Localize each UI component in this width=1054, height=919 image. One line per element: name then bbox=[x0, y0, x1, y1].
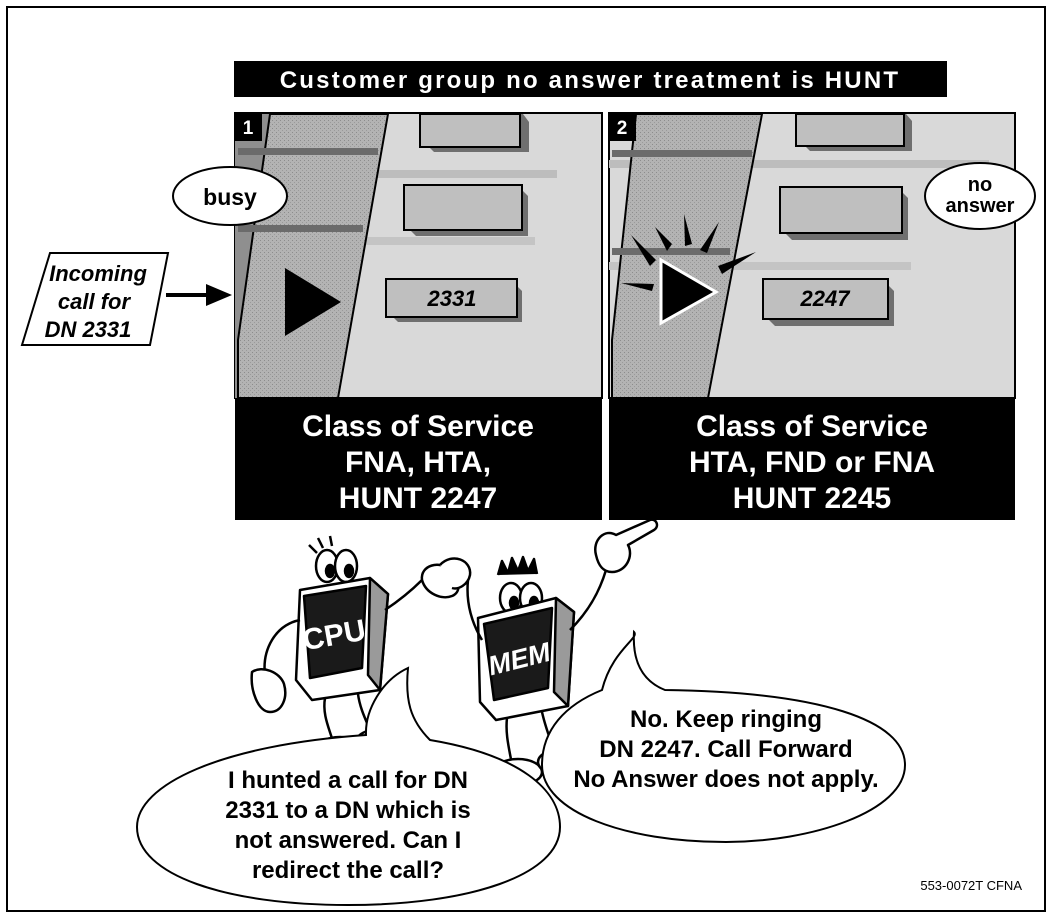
panel-1-indicator bbox=[285, 268, 341, 336]
banner: Customer group no answer treatment is HU… bbox=[234, 61, 947, 97]
panel-2-caption-line-3: HUNT 2245 bbox=[733, 482, 891, 515]
cpu-speech-line-4: redirect the call? bbox=[252, 857, 444, 884]
incoming-line-2: call for bbox=[58, 289, 132, 314]
banner-text: Customer group no answer treatment is HU… bbox=[280, 67, 900, 94]
panel-1-caption-line-1: Class of Service bbox=[302, 410, 534, 443]
busy-label: busy bbox=[203, 184, 257, 210]
panel-2-key-dn-label: 2247 bbox=[800, 286, 852, 311]
incoming-line-3: DN 2331 bbox=[45, 317, 132, 342]
panel-1-key-dn-label: 2331 bbox=[427, 286, 477, 311]
handshake bbox=[420, 557, 472, 599]
no-answer-bubble: no answer bbox=[924, 162, 1036, 230]
panel-2-number: 2 bbox=[617, 118, 628, 139]
panel-2-flashing-indicator bbox=[621, 214, 756, 326]
panel-1-key-middle bbox=[403, 184, 528, 236]
mem-speech-line-1: No. Keep ringing bbox=[630, 706, 822, 733]
cpu-speech-line-2: 2331 to a DN which is bbox=[225, 797, 470, 824]
cpu-speech-line-1: I hunted a call for DN bbox=[228, 767, 468, 794]
panel-1-key-dn: 2331 bbox=[385, 278, 522, 322]
panel-1-caption-line-2: FNA, HTA, bbox=[345, 446, 491, 479]
panel-2-key-middle bbox=[779, 186, 908, 240]
no-answer-line-2: answer bbox=[946, 195, 1015, 217]
panel-1: 2331 1 Class of Service FNA, HTA, HUNT 2… bbox=[234, 112, 603, 520]
busy-bubble: busy bbox=[172, 166, 288, 226]
panel-2-key-top bbox=[795, 113, 912, 151]
incoming-call-box: Incoming call for DN 2331 bbox=[20, 252, 170, 346]
diagram-frame bbox=[6, 6, 1046, 912]
mem-speech-line-2: DN 2247. Call Forward bbox=[599, 736, 852, 763]
cpu-speech-bubble: I hunted a call for DN 2331 to a DN whic… bbox=[135, 666, 562, 907]
panel-1-caption-line-3: HUNT 2247 bbox=[339, 482, 497, 515]
panel-2-caption-line-2: HTA, FND or FNA bbox=[689, 446, 935, 479]
panel-2-key-dn: 2247 bbox=[762, 278, 894, 326]
cpu-speech-line-3: not answered. Can I bbox=[235, 827, 462, 854]
footer-code: 553-0072T CFNA bbox=[920, 878, 1022, 893]
incoming-arrow bbox=[166, 284, 232, 306]
panel-1-key-top bbox=[419, 113, 529, 152]
panel-1-number: 1 bbox=[243, 118, 254, 139]
mem-speech-bubble: No. Keep ringing DN 2247. Call Forward N… bbox=[540, 629, 907, 844]
mem-speech-line-3: No Answer does not apply. bbox=[573, 766, 878, 793]
incoming-line-1: Incoming bbox=[49, 261, 147, 286]
no-answer-line-1: no bbox=[968, 174, 992, 196]
panel-2-caption-line-1: Class of Service bbox=[696, 410, 928, 443]
panel-2: 2247 2 Class of Service HTA, FND or FNA … bbox=[608, 112, 1016, 520]
